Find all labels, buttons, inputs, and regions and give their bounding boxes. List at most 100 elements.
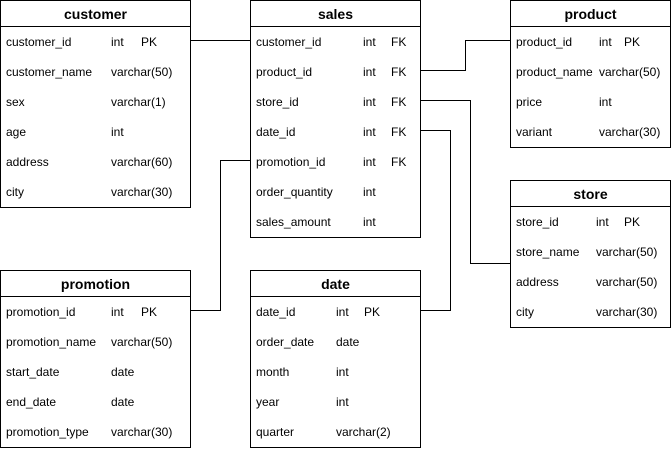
column-type: int xyxy=(596,215,609,229)
sales-column-row: product_id int FK xyxy=(251,57,420,87)
date-column-row: quarter varchar(2) xyxy=(251,417,420,447)
column-name: year xyxy=(256,395,280,409)
column-key: FK xyxy=(391,155,407,169)
sales-column-row: order_quantity int xyxy=(251,177,420,207)
column-type: date xyxy=(336,335,360,349)
column-name: price xyxy=(516,95,543,109)
column-type: varchar(30) xyxy=(111,425,173,439)
customer-table-title: customer xyxy=(1,1,190,27)
link-sales-date xyxy=(420,130,451,311)
column-name: address xyxy=(516,275,559,289)
column-name: age xyxy=(6,125,27,139)
column-name: date_id xyxy=(256,305,296,319)
date-column-row: order_date date xyxy=(251,327,420,357)
sales-column-row: date_id int FK xyxy=(251,117,420,147)
date-column-row: year int xyxy=(251,387,420,417)
column-type: varchar(30) xyxy=(596,305,658,319)
column-type: date xyxy=(111,395,135,409)
column-name: store_id xyxy=(516,215,559,229)
product-table-title: product xyxy=(511,1,670,27)
column-key: PK xyxy=(364,305,381,319)
link-sales-promotion xyxy=(190,160,251,311)
column-name: order_quantity xyxy=(256,185,333,199)
column-name: customer_name xyxy=(6,65,93,79)
column-name: address xyxy=(6,155,49,169)
column-type: int xyxy=(363,155,376,169)
column-type: int xyxy=(336,305,349,319)
column-name: order_date xyxy=(256,335,315,349)
product-column-row: product_id int PK xyxy=(511,27,670,57)
column-type: varchar(50) xyxy=(599,65,661,79)
column-name: date_id xyxy=(256,125,296,139)
link-sales-product xyxy=(420,40,511,71)
column-type: int xyxy=(363,215,376,229)
column-name: product_id xyxy=(516,35,573,49)
column-type: varchar(2) xyxy=(336,425,391,439)
product-column-row: product_name varchar(50) xyxy=(511,57,670,87)
column-name: customer_id xyxy=(6,35,72,49)
sales-column-row: promotion_id int FK xyxy=(251,147,420,177)
column-name: store_name xyxy=(516,245,580,259)
column-name: promotion_name xyxy=(6,335,97,349)
column-name: product_name xyxy=(516,65,593,79)
column-key: FK xyxy=(391,95,407,109)
column-key: FK xyxy=(391,65,407,79)
store-table-title: store xyxy=(511,181,670,207)
column-name: variant xyxy=(516,125,553,139)
product-column-row: price int xyxy=(511,87,670,117)
column-type: int xyxy=(599,35,612,49)
customer-column-row: address varchar(60) xyxy=(1,147,190,177)
column-type: int xyxy=(363,125,376,139)
column-name: quarter xyxy=(256,425,295,439)
column-key: PK xyxy=(624,215,641,229)
column-type: int xyxy=(363,65,376,79)
column-type: int xyxy=(599,95,612,109)
column-name: promotion_id xyxy=(256,155,326,169)
date-table-title: date xyxy=(251,271,420,297)
column-type: int xyxy=(336,365,349,379)
column-type: varchar(60) xyxy=(111,155,173,169)
customer-column-row: sex varchar(1) xyxy=(1,87,190,117)
product-column-row: variant varchar(30) xyxy=(511,117,670,147)
column-name: sex xyxy=(6,95,25,109)
column-type: int xyxy=(363,35,376,49)
column-name: city xyxy=(516,305,534,319)
column-name: store_id xyxy=(256,95,299,109)
store-column-row: city varchar(30) xyxy=(511,297,670,327)
column-key: PK xyxy=(141,305,158,319)
column-type: varchar(50) xyxy=(111,335,173,349)
column-name: promotion_id xyxy=(6,305,76,319)
column-type: varchar(30) xyxy=(111,185,173,199)
column-name: customer_id xyxy=(256,35,322,49)
column-key: FK xyxy=(391,125,407,139)
customer-column-row: customer_name varchar(50) xyxy=(1,57,190,87)
column-name: start_date xyxy=(6,365,60,379)
column-name: product_id xyxy=(256,65,313,79)
column-type: varchar(30) xyxy=(599,125,661,139)
column-type: varchar(1) xyxy=(111,95,166,109)
column-type: varchar(50) xyxy=(111,65,173,79)
column-key: FK xyxy=(391,35,407,49)
column-key: PK xyxy=(624,35,641,49)
column-type: int xyxy=(336,395,349,409)
sales-column-row: customer_id int FK xyxy=(251,27,420,57)
column-type: int xyxy=(363,185,376,199)
promotion-column-row: promotion_id int PK xyxy=(1,297,190,327)
column-type: int xyxy=(111,305,124,319)
column-type: int xyxy=(111,35,124,49)
date-column-row: date_id int PK xyxy=(251,297,420,327)
